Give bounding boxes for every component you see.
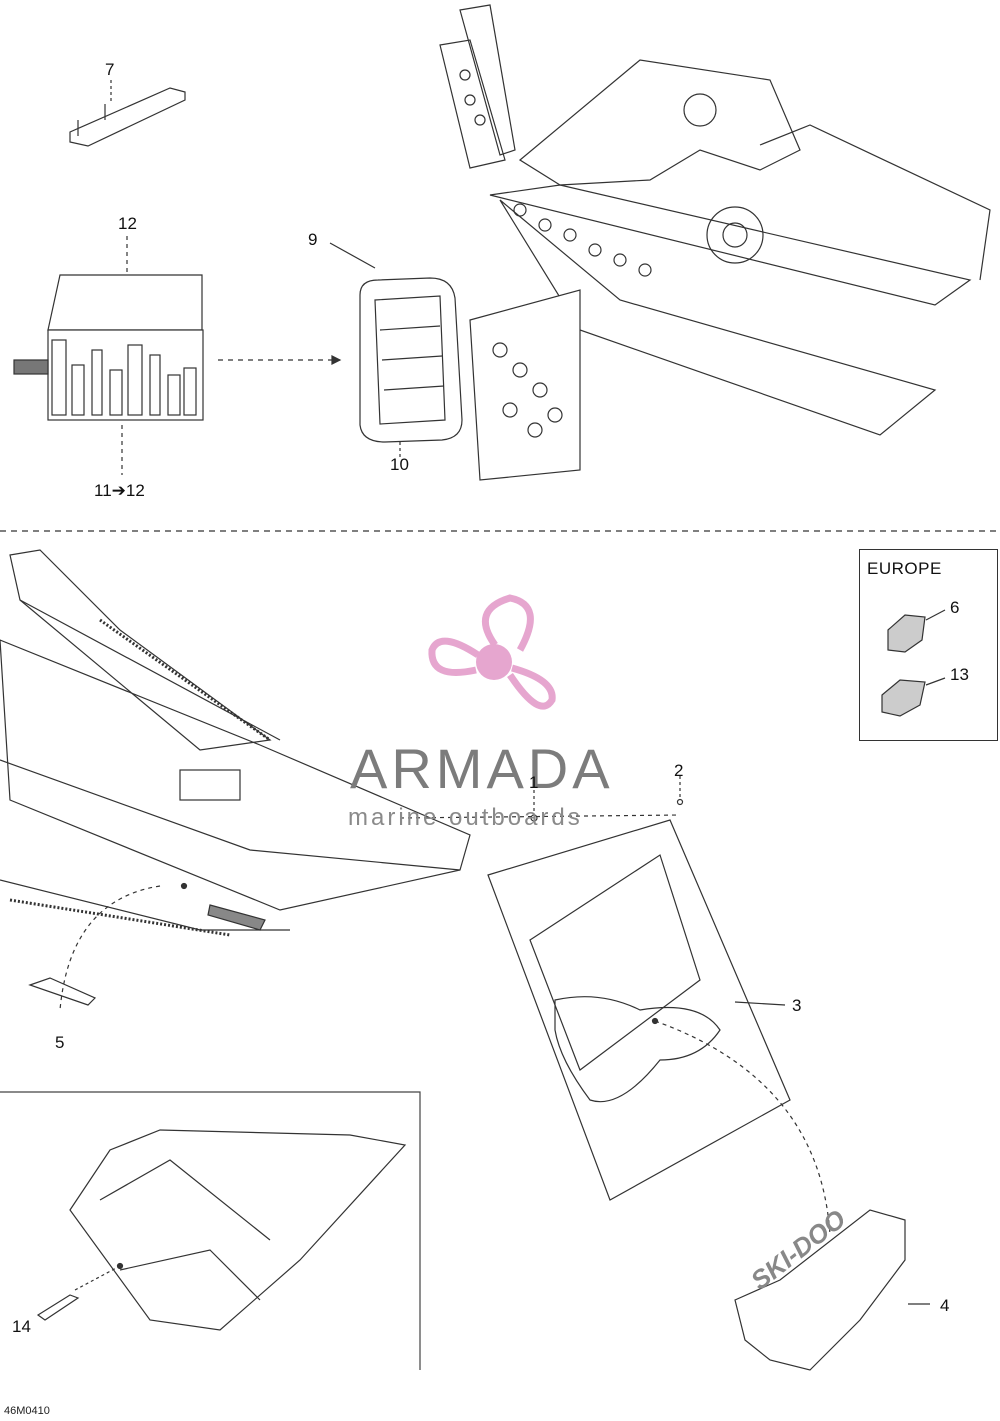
part-5-decal [28, 977, 97, 1006]
europe-label: EUROPE [867, 559, 942, 578]
callout-9: 9 [308, 230, 318, 249]
callout-5: 5 [55, 1033, 65, 1052]
callout-7: 7 [105, 60, 115, 79]
callout-13: 13 [950, 665, 969, 684]
callout-10: 10 [390, 455, 409, 474]
part-9-box [329, 242, 463, 458]
part-3-panel [487, 819, 831, 1236]
europe-inset [859, 549, 998, 741]
watermark-subtitle: marine outboards [348, 804, 583, 831]
figure-code: 46M0410 [4, 1405, 50, 1417]
part-13-badge [881, 679, 926, 717]
callout-4: 4 [940, 1296, 950, 1315]
callout-2: 2 [674, 761, 684, 780]
callout-1: 1 [529, 773, 539, 792]
callout-14: 14 [12, 1317, 31, 1336]
callout-12: 12 [118, 214, 137, 233]
part-12-tool-kit [13, 236, 342, 475]
callout-11-12: 11➔12 [94, 481, 145, 500]
callout-3: 3 [792, 996, 802, 1015]
watermark-propeller-icon [428, 594, 556, 710]
upper-frame-assembly [439, 4, 991, 481]
lower-frame-assembly [0, 549, 471, 1011]
inset-part-14 [0, 1091, 421, 1370]
part-1-2-fasteners [399, 776, 684, 822]
part-7-bracket [69, 80, 186, 147]
watermark-title: ARMADA [350, 737, 614, 800]
part-4-decal [734, 1209, 930, 1371]
part-14-decal [36, 1294, 80, 1321]
part-6-badge [887, 614, 926, 653]
callout-6: 6 [950, 598, 960, 617]
